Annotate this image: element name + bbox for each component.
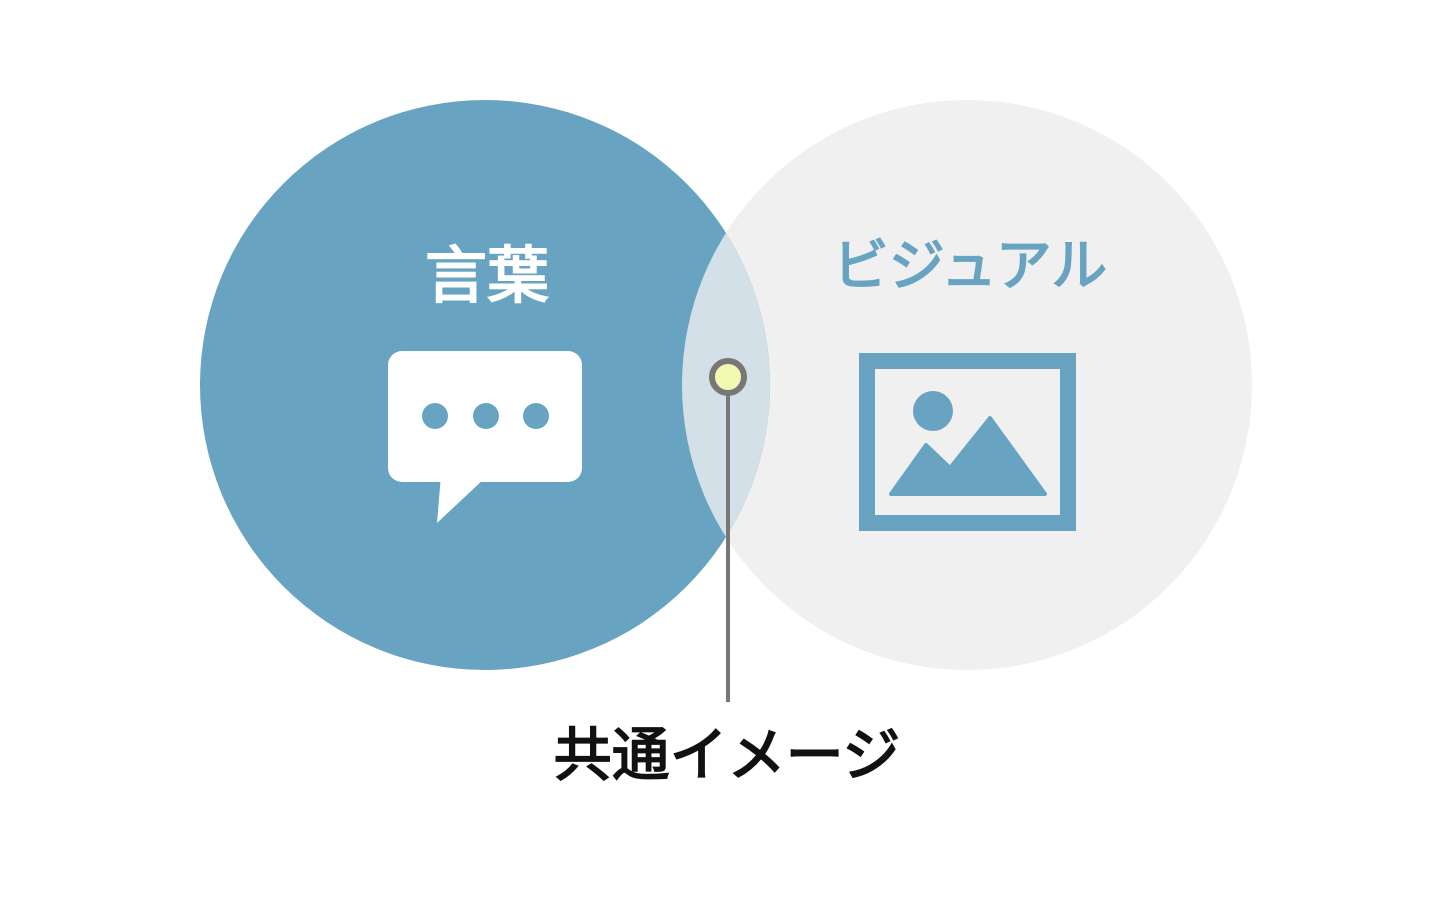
callout-label: 共通イメージ [554,721,901,789]
speech-bubble-icon [388,351,582,523]
overlap-marker [709,358,747,396]
left-circle-label: 言葉 [425,239,550,312]
right-circle [682,100,1252,670]
image-icon [859,353,1076,531]
right-circle-label: ビジュアル [833,234,1107,299]
